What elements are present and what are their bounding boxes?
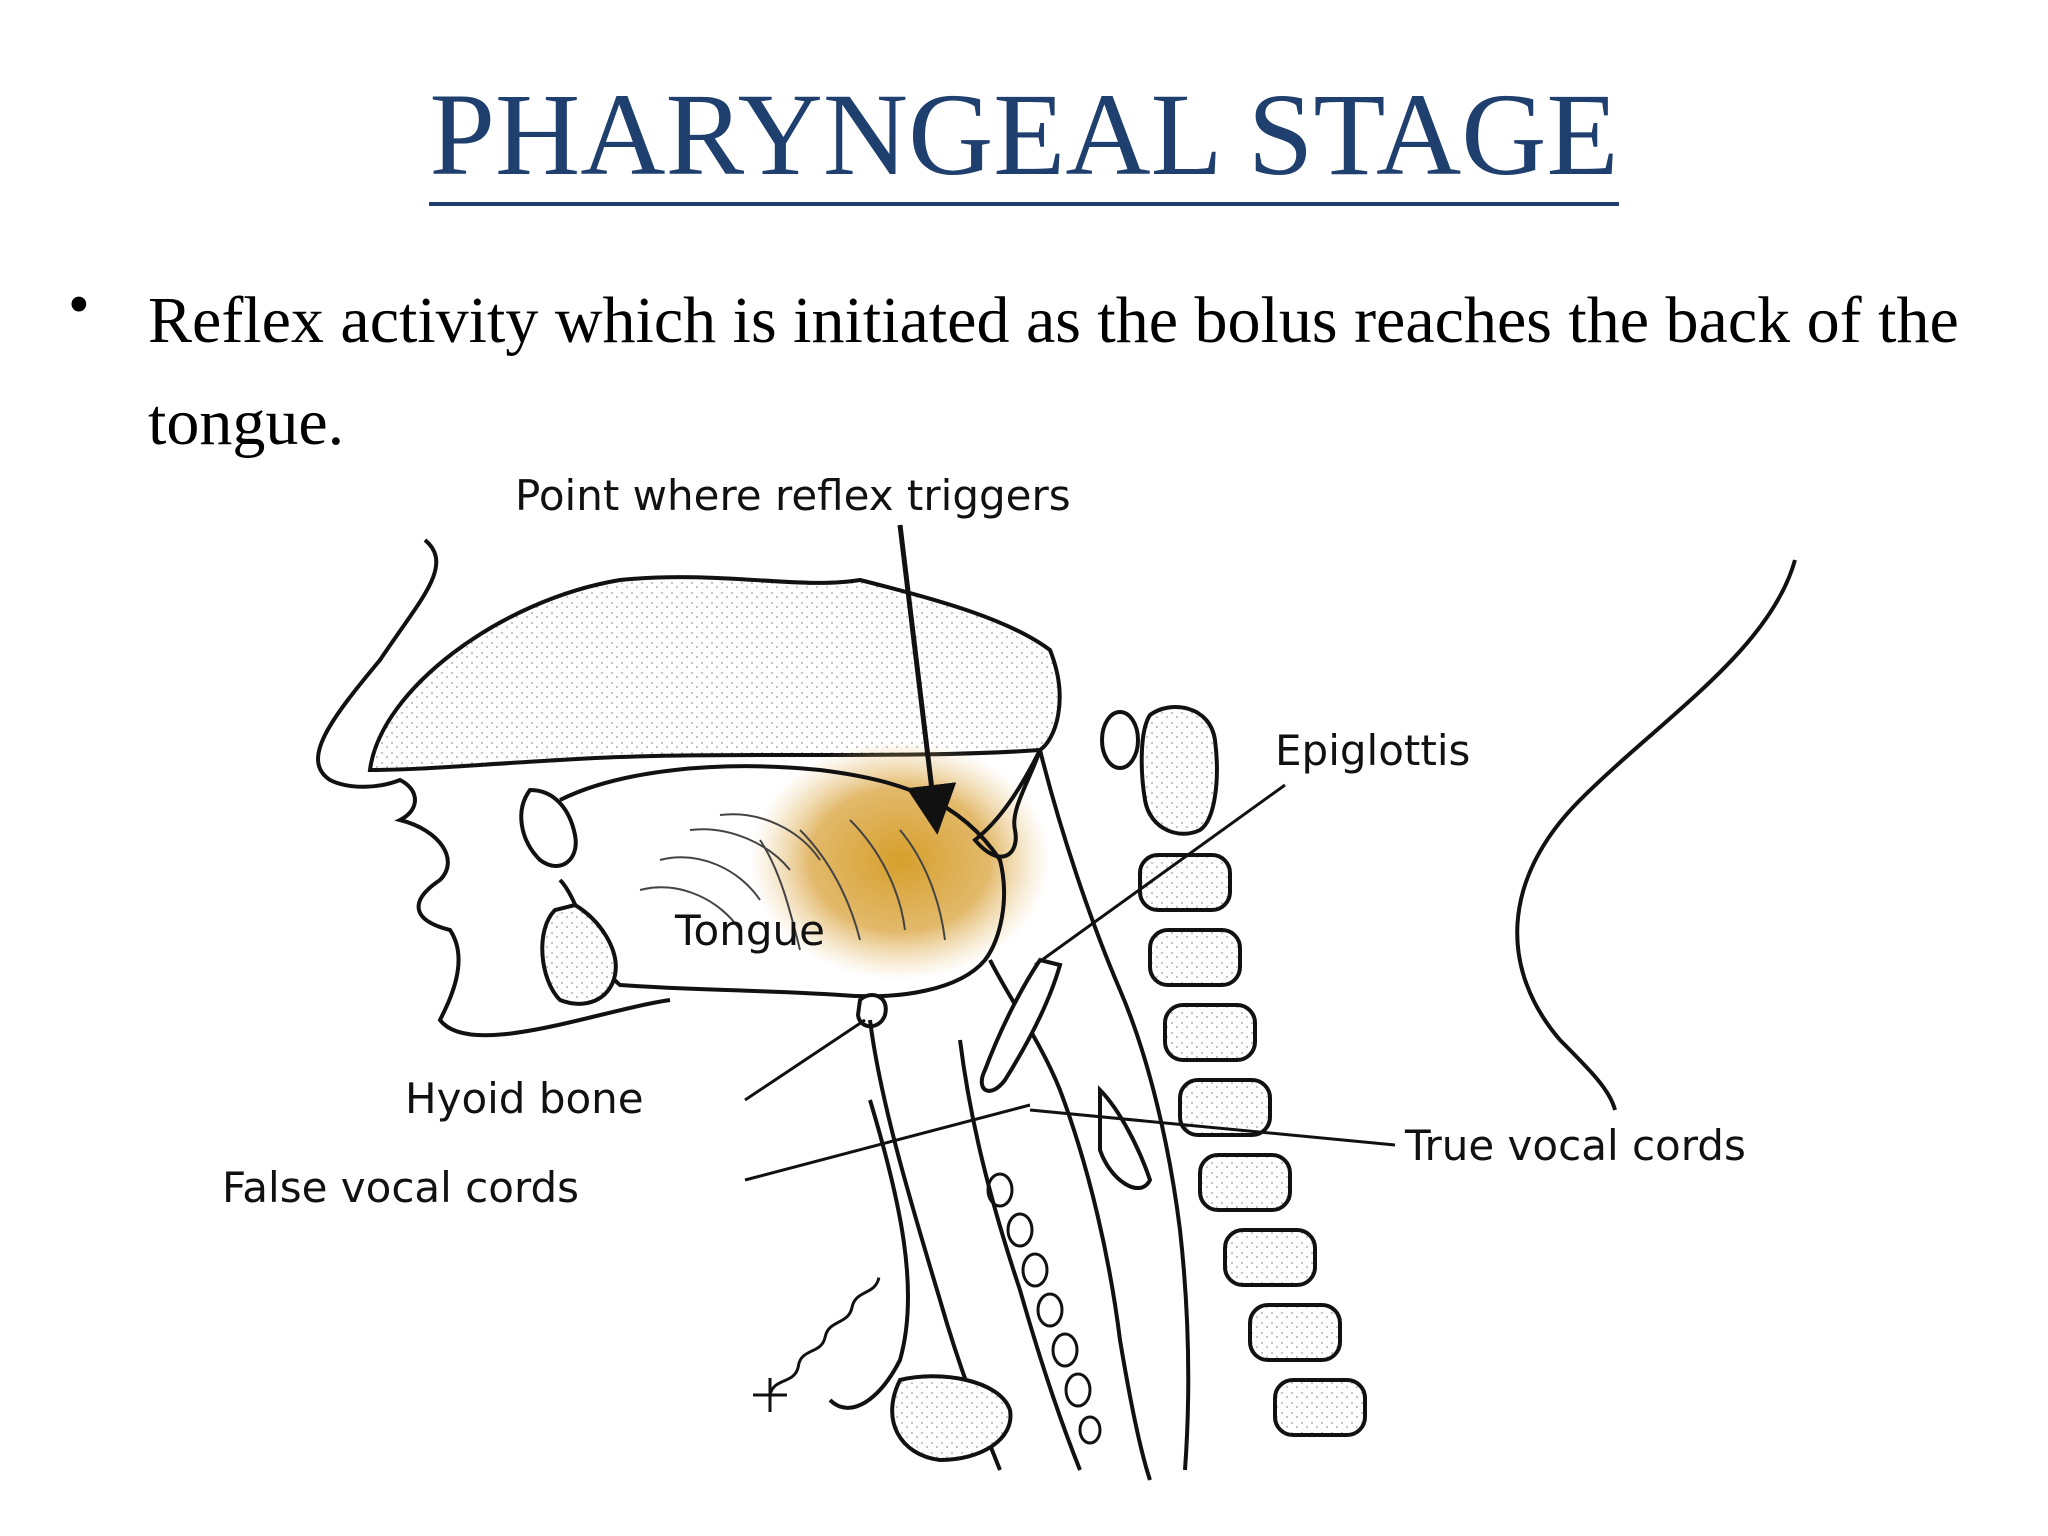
upper-incisor [519, 787, 578, 868]
label-false-vocal-cords: False vocal cords [222, 1163, 579, 1212]
hyoid-leader-line [744, 1018, 866, 1102]
label-reflex-point: Point where reflex triggers [515, 471, 1071, 520]
label-epiglottis: Epiglottis [1275, 726, 1470, 775]
bullet-dot-icon: • [68, 271, 90, 339]
false-vocal-cords-leader-line [744, 1103, 1031, 1182]
tongue-muscle-fibers [639, 813, 946, 951]
face-profile-outline [316, 538, 671, 1038]
nasal-palate-region [367, 575, 1062, 773]
epiglottis-leader-line [1034, 783, 1286, 967]
pharynx-posterior-wall [1038, 749, 1191, 1471]
slide-title-text: PHARYNGEAL STAGE [429, 69, 1619, 206]
cervical-vertebrae [1138, 705, 1367, 1437]
back-of-neck-outline [1515, 559, 1797, 1111]
lower-jaw-bone [540, 902, 618, 1006]
trachea-back [958, 1039, 1082, 1471]
true-vocal-cords-leader-line [1029, 1108, 1396, 1147]
vocal-cord-fold [1098, 1085, 1153, 1190]
bullet-text: Reflex activity which is initiated as th… [148, 284, 1959, 459]
label-true-vocal-cords: True vocal cords [1404, 1121, 1746, 1170]
artist-signature [753, 1277, 881, 1412]
neck-front-outline [828, 1099, 911, 1410]
epiglottis-flap [979, 957, 1063, 1093]
reflex-trigger-highlight [750, 740, 1050, 980]
thyroid-cartilage [890, 1374, 1013, 1463]
trachea-cartilage-rings [986, 1172, 1102, 1445]
slide-title: PHARYNGEAL STAGE [0, 69, 2048, 206]
label-tongue: Tongue [674, 906, 825, 955]
soft-palate-uvula [972, 749, 1042, 859]
reflex-point-arrow [897, 524, 957, 835]
atlas-small-vertebra [1100, 710, 1140, 770]
tongue-outline [558, 764, 1007, 999]
label-hyoid-bone: Hyoid bone [405, 1074, 644, 1123]
